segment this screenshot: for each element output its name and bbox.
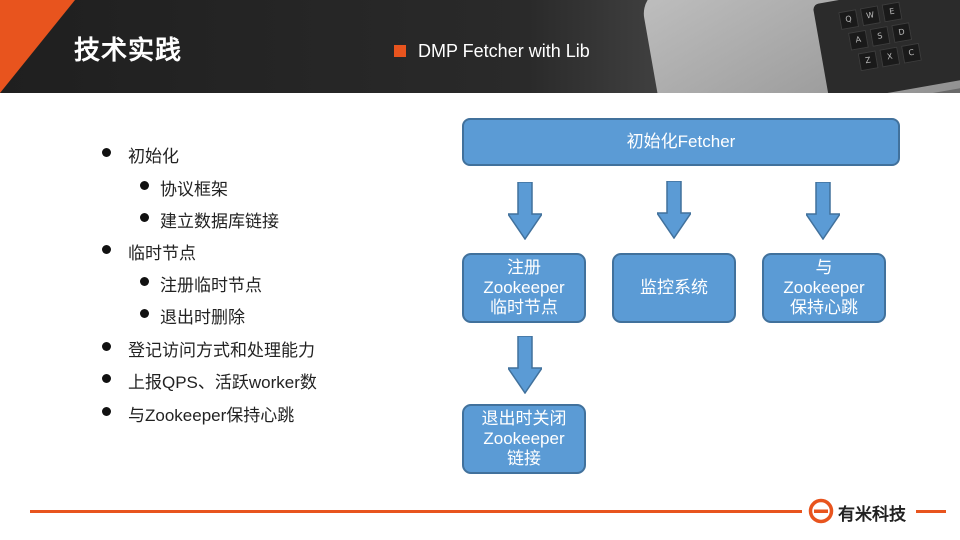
bullet-item: 注册临时节点: [136, 271, 262, 296]
bullet-item: 协议框架: [136, 175, 228, 200]
bullet-dot-icon: [102, 342, 111, 351]
keyboard-key: A: [847, 29, 869, 51]
footer-divider-end: [916, 510, 946, 513]
flow-heartbeat-box: 与 Zookeeper 保持心跳: [762, 253, 886, 323]
subtitle-marker-icon: [394, 45, 406, 57]
bullet-dot-icon: [102, 374, 111, 383]
bullet-text: 登记访问方式和处理能力: [128, 341, 315, 360]
bullet-item: 建立数据库链接: [136, 207, 279, 232]
bullet-dot-icon: [102, 148, 111, 157]
keyboard-key: C: [901, 42, 922, 64]
bullet-dot-icon: [102, 245, 111, 254]
bullet-dot-icon: [140, 309, 149, 318]
flow-box-line: Zookeeper: [783, 278, 865, 297]
bullet-item: 退出时删除: [136, 303, 245, 328]
flow-box-line: Zookeeper: [483, 278, 565, 297]
flow-box-line: 临时节点: [490, 298, 558, 317]
flow-box-line: 链接: [507, 449, 541, 468]
down-arrow-icon: [508, 336, 542, 394]
flow-box-line: 保持心跳: [790, 298, 858, 317]
flow-monitor-box: 监控系统: [612, 253, 736, 323]
brand-logo-icon: [808, 498, 834, 524]
bullet-item: 临时节点: [100, 239, 196, 264]
flow-init-fetcher-box: 初始化Fetcher: [462, 118, 900, 166]
bullet-text: 与Zookeeper保持心跳: [128, 406, 295, 425]
keyboard-key: E: [881, 1, 903, 23]
keyboard-key: D: [891, 22, 913, 44]
bullet-text: 上报QPS、活跃worker数: [128, 373, 317, 392]
flow-register-box: 注册 Zookeeper 临时节点: [462, 253, 586, 323]
slide-header: Q W E A S D Z X C 技术实践 DMP Fetcher with …: [0, 0, 960, 93]
bullet-item: 与Zookeeper保持心跳: [100, 401, 294, 426]
down-arrow-icon: [508, 182, 542, 240]
bullet-dot-icon: [140, 213, 149, 222]
keyboard-key: X: [879, 46, 901, 68]
down-arrow-icon: [657, 181, 691, 239]
bullet-dot-icon: [140, 181, 149, 190]
bullet-text: 初始化: [128, 147, 179, 166]
keyboard-image: Q W E A S D Z X C: [812, 0, 960, 93]
flow-close-box: 退出时关闭 Zookeeper 链接: [462, 404, 586, 474]
flow-box-line: 注册: [507, 258, 541, 277]
keyboard-key: S: [869, 25, 891, 47]
bullet-text: 退出时删除: [160, 308, 245, 327]
down-arrow-icon: [806, 182, 840, 240]
footer-divider: [30, 510, 802, 513]
bullet-text: 注册临时节点: [160, 276, 262, 295]
keyboard-key: W: [859, 5, 881, 27]
bullet-item: 登记访问方式和处理能力: [100, 336, 315, 361]
bullet-text: 临时节点: [128, 244, 196, 263]
bullet-text: 协议框架: [160, 180, 228, 199]
page-subtitle: DMP Fetcher with Lib: [418, 41, 590, 61]
bullet-dot-icon: [140, 277, 149, 286]
orange-accent-triangle: [0, 0, 75, 93]
flow-box-line: 与: [815, 258, 833, 277]
bullet-text: 建立数据库链接: [160, 212, 279, 231]
flow-box-line: 监控系统: [640, 278, 708, 297]
page-title: 技术实践: [74, 35, 183, 65]
keyboard-key: Z: [857, 50, 879, 72]
brand-name: 有米科技: [838, 505, 906, 524]
bullet-item: 初始化: [100, 142, 179, 167]
keyboard-key: Q: [838, 9, 860, 31]
bullet-item: 上报QPS、活跃worker数: [100, 368, 317, 393]
bullet-dot-icon: [102, 407, 111, 416]
flow-box-line: Zookeeper: [483, 429, 565, 448]
flow-box-line: 退出时关闭: [481, 409, 567, 428]
